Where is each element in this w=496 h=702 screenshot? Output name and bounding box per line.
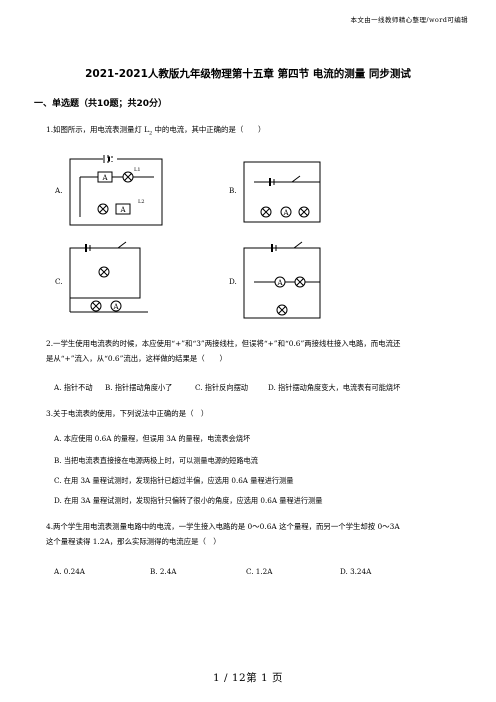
q1-option-a-label: A. (55, 186, 63, 195)
q4-option-c[interactable]: C. 1.2A (246, 567, 273, 576)
page-footer: 1 / 12第 1 页 (212, 672, 284, 684)
header-note: 本文由一线教师精心整理/word可编辑 (350, 16, 468, 24)
svg-text:A: A (112, 303, 119, 311)
question-2-stem: 2.一学生使用电流表的时候，本应使用“+”和“3”两接线柱，但误将“+”和“0.… (46, 336, 454, 366)
q4-option-a[interactable]: A. 0.24A (54, 567, 85, 576)
q2-option-c[interactable]: C. 指针反向摆动 (195, 383, 248, 392)
question-1-stem: 1.如图所示，用电流表测量灯 L2 中的电流，其中正确的是（ ） (46, 122, 454, 141)
q4-option-d[interactable]: D. 3.24A (340, 567, 372, 576)
q3-option-b[interactable]: B. 当把电流表直接接在电源两极上时，可以测量电源的短路电流 (54, 456, 258, 465)
q3-option-d[interactable]: D. 在用 3A 量程试测时，发现指针只偏转了很小的角度，应选用 0.6A 量程… (54, 496, 323, 505)
circuit-diagram-b: A (243, 161, 321, 223)
svg-text:A: A (119, 206, 126, 214)
q4-line-2: 这个量程读得 1.2A，那么实际测得的电流应是（ ） (46, 537, 221, 546)
section-heading: 一、单选题（共10题；共20分） (34, 99, 168, 109)
circuit-diagram-d: A (243, 241, 321, 319)
q3-option-c[interactable]: C. 在用 3A 量程试测时，发现指针已超过半偏，应选用 0.6A 量程进行测量 (54, 476, 294, 485)
q1-stem-text: 1.如图所示，用电流表测量灯 L (46, 125, 149, 134)
circuit-a-frame (69, 158, 163, 226)
q4-line-1: 4.两个学生用电流表测量电路中的电流，一学生接入电路的是 0～0.6A 这个量程… (46, 522, 400, 531)
q3-option-a[interactable]: A. 本应使用 0.6A 的量程，但误用 3A 的量程，电流表会烧坏 (54, 434, 251, 443)
q4-option-b[interactable]: B. 2.4A (150, 567, 177, 576)
q1-option-c-label: C. (55, 277, 63, 286)
circuit-a-lamp-label-l2: L2 (138, 199, 145, 205)
q2-option-a[interactable]: A. 指针不动 (54, 383, 93, 392)
svg-text:A: A (276, 279, 283, 287)
question-4-stem: 4.两个学生用电流表测量电路中的电流，一学生接入电路的是 0～0.6A 这个量程… (46, 519, 454, 549)
q1-stem-end: 中的电流，其中正确的是（ ） (152, 125, 266, 134)
q1-option-b-label: B. (229, 186, 237, 195)
circuit-a-lamp-label-l1: L1 (134, 167, 141, 173)
q1-option-d-label: D. (229, 277, 237, 286)
circuit-diagram-c: A (69, 241, 148, 313)
circuit-diagram-a: A L1 A L2 (69, 155, 163, 226)
q2-line-1: 2.一学生使用电流表的时候，本应使用“+”和“3”两接线柱，但误将“+”和“0.… (46, 339, 401, 348)
svg-text:A: A (282, 209, 289, 217)
q2-option-b[interactable]: B. 指针摆动角度小了 (105, 383, 173, 392)
question-3-stem: 3.关于电流表的使用，下列说法中正确的是（ ） (46, 409, 209, 418)
page-title: 2021-2021人教版九年级物理第十五章 第四节 电流的测量 同步测试 (85, 68, 411, 80)
q1-stem-sub: 2 (149, 130, 153, 137)
q2-line-2: 是从“+”流入，从“0.6”流出，这样做的结果是（ ） (46, 354, 227, 363)
q2-option-d[interactable]: D. 指针摆动角度变大，电流表有可能烧坏 (268, 383, 401, 392)
circuit-a-ammeter-symbol: A (101, 174, 108, 182)
